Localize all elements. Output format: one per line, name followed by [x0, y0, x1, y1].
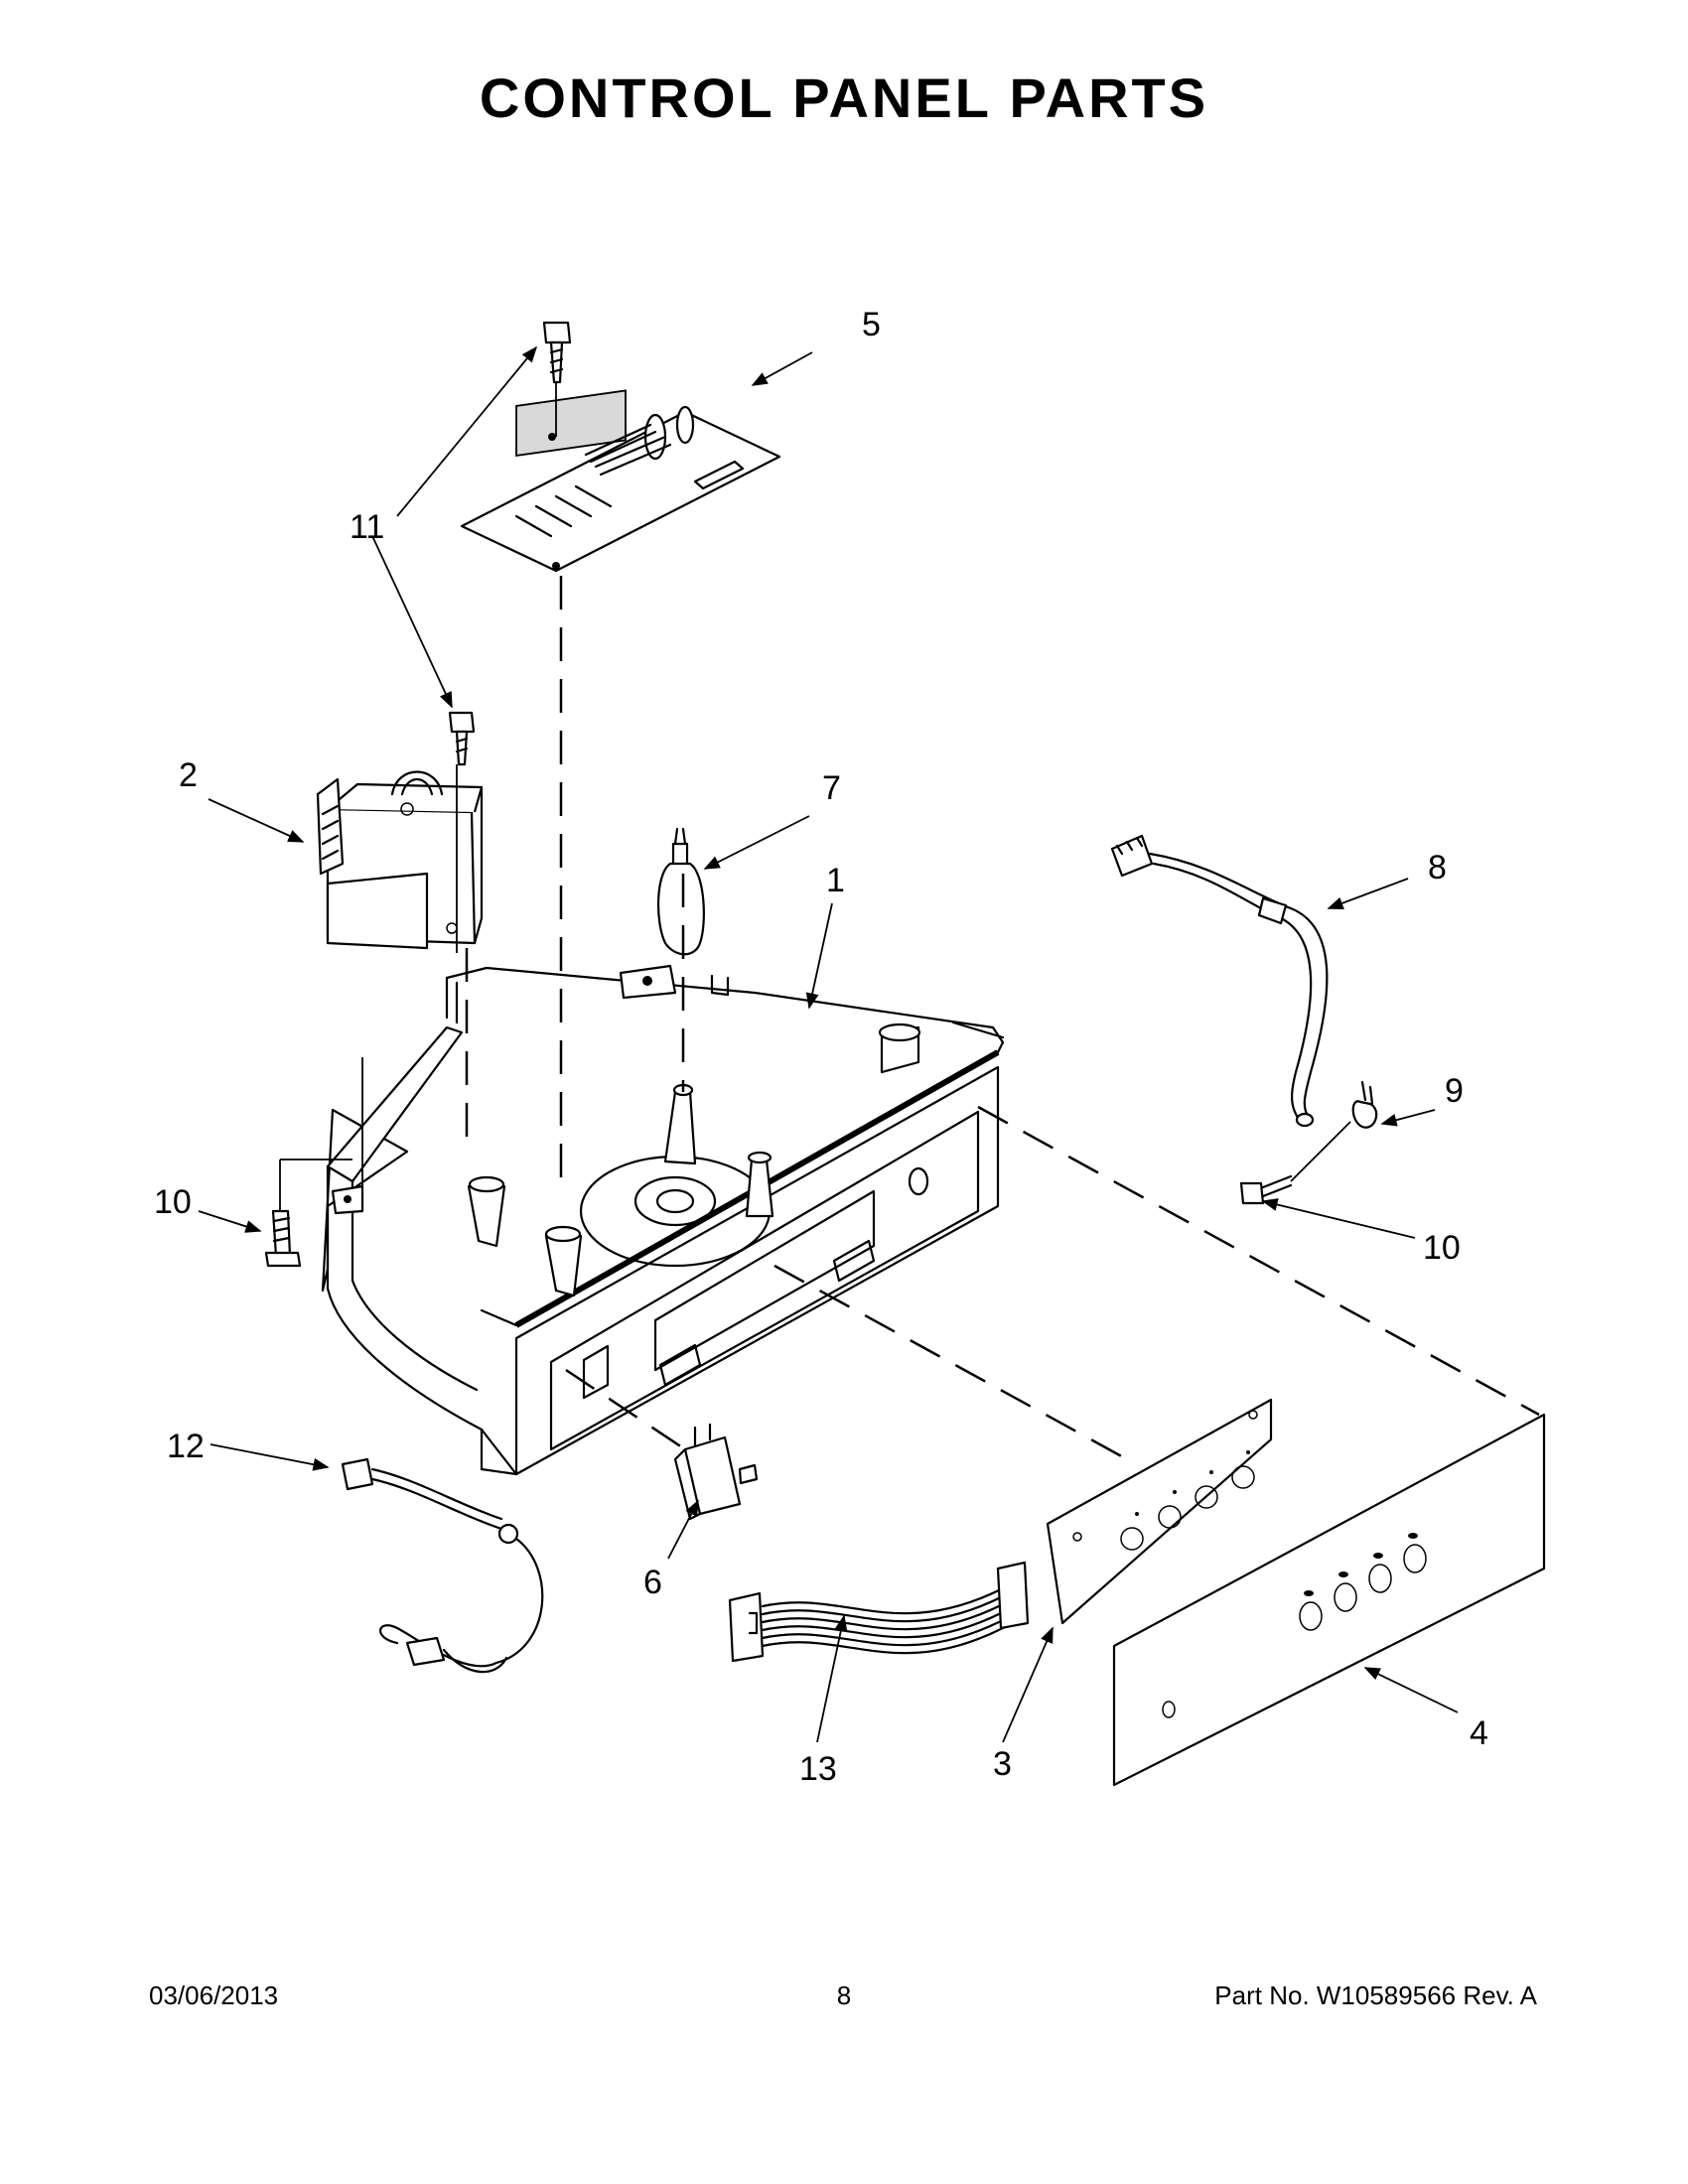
console-cover: [1112, 1413, 1546, 1787]
footer-date: 03/06/2013: [149, 1980, 279, 2010]
transformer: [316, 770, 484, 950]
wire-clip: [1351, 1080, 1378, 1129]
footer-page-number: 8: [836, 1980, 852, 2010]
callout-10-left: 10: [154, 1183, 192, 1221]
callout-2: 2: [179, 756, 198, 794]
control-board: [460, 389, 781, 573]
page-title: CONTROL PANEL PARTS: [479, 67, 1209, 129]
callout-13: 13: [799, 1750, 837, 1788]
callout-labels: 5 11 2 7 1 8 9 10 10 12 6 13 3 4: [154, 306, 1488, 1788]
callout-8: 8: [1428, 849, 1447, 887]
switch-board: [1046, 1398, 1273, 1625]
callout-1: 1: [826, 862, 845, 899]
sensor-harness-12: [341, 1457, 544, 1674]
callout-4: 4: [1470, 1714, 1488, 1752]
screw-10-left: [264, 1209, 302, 1268]
light-bulb: [657, 827, 705, 956]
callout-9: 9: [1445, 1072, 1464, 1110]
control-housing: [321, 964, 1005, 1476]
callout-10-right: 10: [1423, 1229, 1461, 1267]
screw-10-right: [1239, 1174, 1293, 1205]
wire-harness-8: [1110, 834, 1329, 1128]
callout-leaders: [198, 345, 1459, 1743]
ribbon-harness-13: [728, 1561, 1030, 1663]
footer-part-number: Part No. W10589566 Rev. A: [1214, 1980, 1537, 2010]
callout-6: 6: [643, 1564, 662, 1601]
screw-11-mid: [448, 711, 476, 766]
callout-11-top: 11: [350, 508, 384, 546]
callout-5: 5: [862, 306, 881, 343]
door-switch: [673, 1423, 759, 1521]
screw-11-top: [542, 321, 572, 384]
callout-3: 3: [993, 1745, 1012, 1783]
callout-12: 12: [167, 1428, 205, 1465]
assembly-lines: [279, 382, 1540, 1461]
callout-7: 7: [822, 769, 841, 807]
